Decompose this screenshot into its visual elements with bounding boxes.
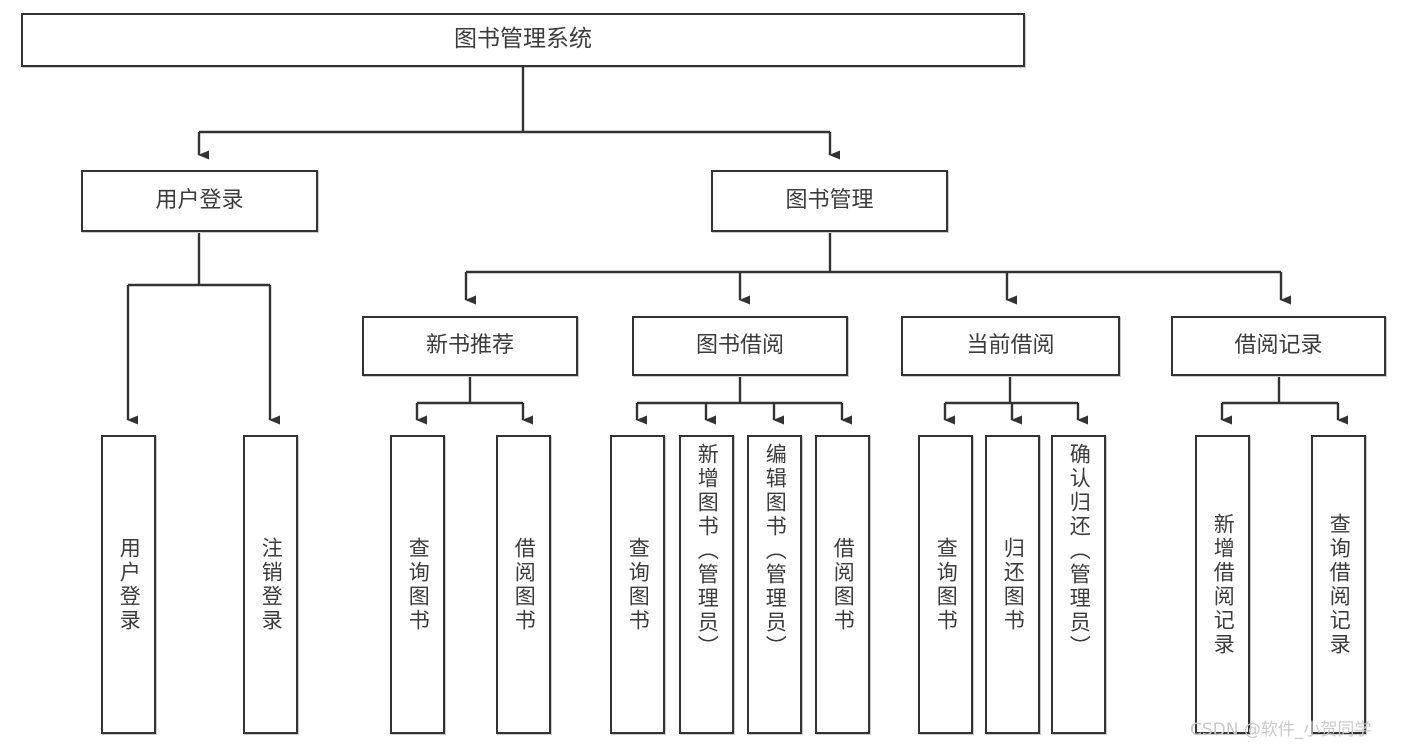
leaf-confirm-return[interactable]: 确认归还（管理员） [1051, 435, 1106, 734]
leaf-edit-book[interactable]: 编辑图书（管理员） [747, 435, 802, 734]
leaf-borrow-book-2[interactable]: 借阅图书 [815, 435, 870, 734]
leaf-query-book-2-label: 查询图书 [626, 536, 651, 633]
leaf-confirm-return-label: 确认归还（管理员） [1067, 443, 1092, 659]
node-user-login[interactable]: 用户登录 [81, 170, 318, 232]
leaf-query-book-1-label: 查询图书 [406, 536, 431, 633]
node-borrow-record-label: 借阅记录 [1234, 332, 1323, 358]
leaf-add-book[interactable]: 新增图书（管理员） [679, 435, 734, 734]
node-current-borrow-label: 当前借阅 [966, 332, 1055, 358]
leaf-user-logout[interactable]: 注销登录 [243, 435, 298, 734]
leaf-return-book-label: 归还图书 [1001, 536, 1026, 633]
node-current-borrow[interactable]: 当前借阅 [901, 316, 1120, 376]
leaf-user-login[interactable]: 用户登录 [101, 435, 156, 734]
node-new-book-recommend-label: 新书推荐 [425, 332, 514, 358]
leaf-add-book-label: 新增图书（管理员） [695, 443, 720, 659]
csdn-watermark: CSDN @软件_小贺同学 [1190, 720, 1372, 740]
node-user-login-label: 用户登录 [155, 187, 244, 213]
leaf-borrow-book-2-label: 借阅图书 [831, 536, 856, 633]
node-root[interactable]: 图书管理系统 [21, 13, 1025, 67]
leaf-borrow-book-1-label: 借阅图书 [512, 536, 537, 633]
leaf-query-record-label: 查询借阅记录 [1327, 512, 1352, 657]
node-book-management-label: 图书管理 [785, 187, 874, 213]
leaf-user-logout-label: 注销登录 [259, 536, 284, 633]
leaf-add-record[interactable]: 新增借阅记录 [1195, 435, 1250, 734]
leaf-borrow-book-1[interactable]: 借阅图书 [496, 435, 551, 734]
leaf-return-book[interactable]: 归还图书 [985, 435, 1040, 734]
leaf-query-book-3-label: 查询图书 [934, 536, 959, 633]
node-new-book-recommend[interactable]: 新书推荐 [362, 316, 578, 376]
leaf-edit-book-label: 编辑图书（管理员） [763, 443, 788, 659]
leaf-query-book-1[interactable]: 查询图书 [390, 435, 445, 734]
node-borrow-record[interactable]: 借阅记录 [1171, 316, 1386, 376]
node-book-borrow-label: 图书借阅 [695, 332, 784, 358]
node-book-borrow[interactable]: 图书借阅 [632, 316, 848, 376]
leaf-query-book-3[interactable]: 查询图书 [918, 435, 973, 734]
leaf-add-record-label: 新增借阅记录 [1211, 512, 1236, 657]
node-book-management[interactable]: 图书管理 [711, 170, 948, 232]
node-root-label: 图书管理系统 [454, 26, 592, 53]
leaf-user-login-label: 用户登录 [117, 536, 142, 633]
leaf-query-record[interactable]: 查询借阅记录 [1311, 435, 1366, 734]
leaf-query-book-2[interactable]: 查询图书 [610, 435, 665, 734]
